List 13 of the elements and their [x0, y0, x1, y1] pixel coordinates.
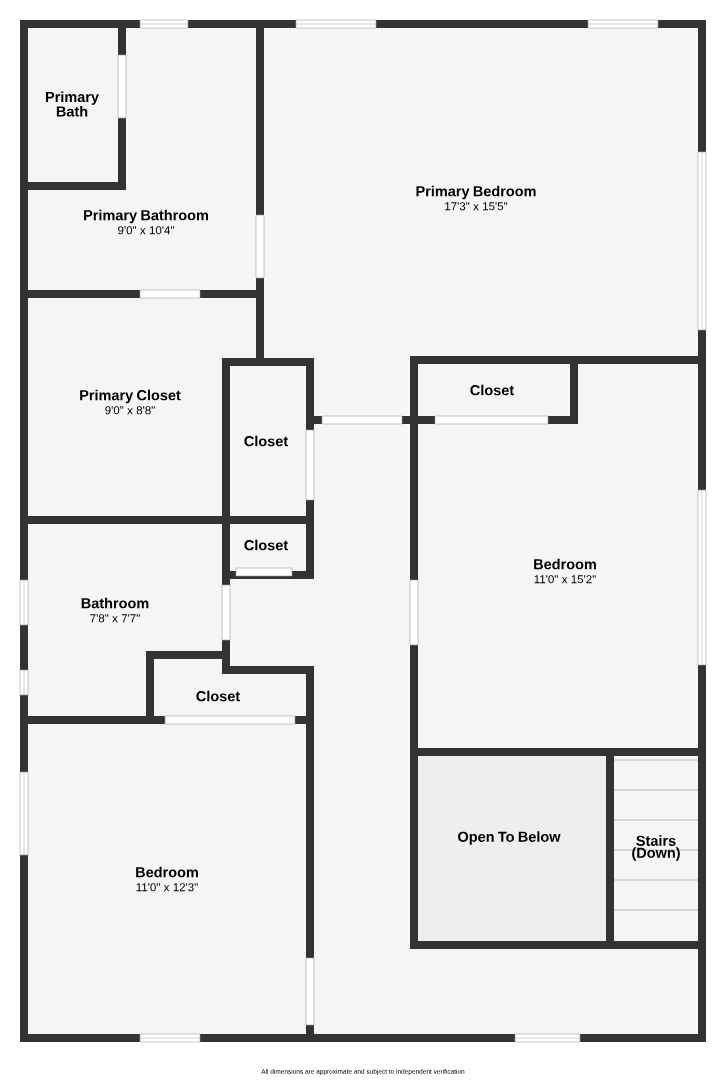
room-label: Bedroom 11'0" x 12'3" [136, 866, 198, 892]
room-label: Closet [244, 539, 288, 551]
room-label: Stairs (Down) [632, 835, 680, 861]
room-label: Primary Bedroom 17'3" x 15'5" [416, 185, 536, 211]
room-label: Closet [470, 384, 514, 396]
room-label: Primary Bathroom 9'0" x 10'4" [84, 209, 208, 235]
room-label: Bathroom 7'8" x 7'7" [81, 597, 149, 623]
room-label: Closet [196, 690, 240, 702]
room-label: Closet [244, 435, 288, 447]
room-label: Primary Bath [45, 91, 99, 117]
room-label: Bedroom 11'0" x 15'2" [534, 558, 596, 584]
room-label: Primary Closet 9'0" x 8'8" [80, 389, 181, 415]
room-label: Open To Below [458, 831, 561, 845]
